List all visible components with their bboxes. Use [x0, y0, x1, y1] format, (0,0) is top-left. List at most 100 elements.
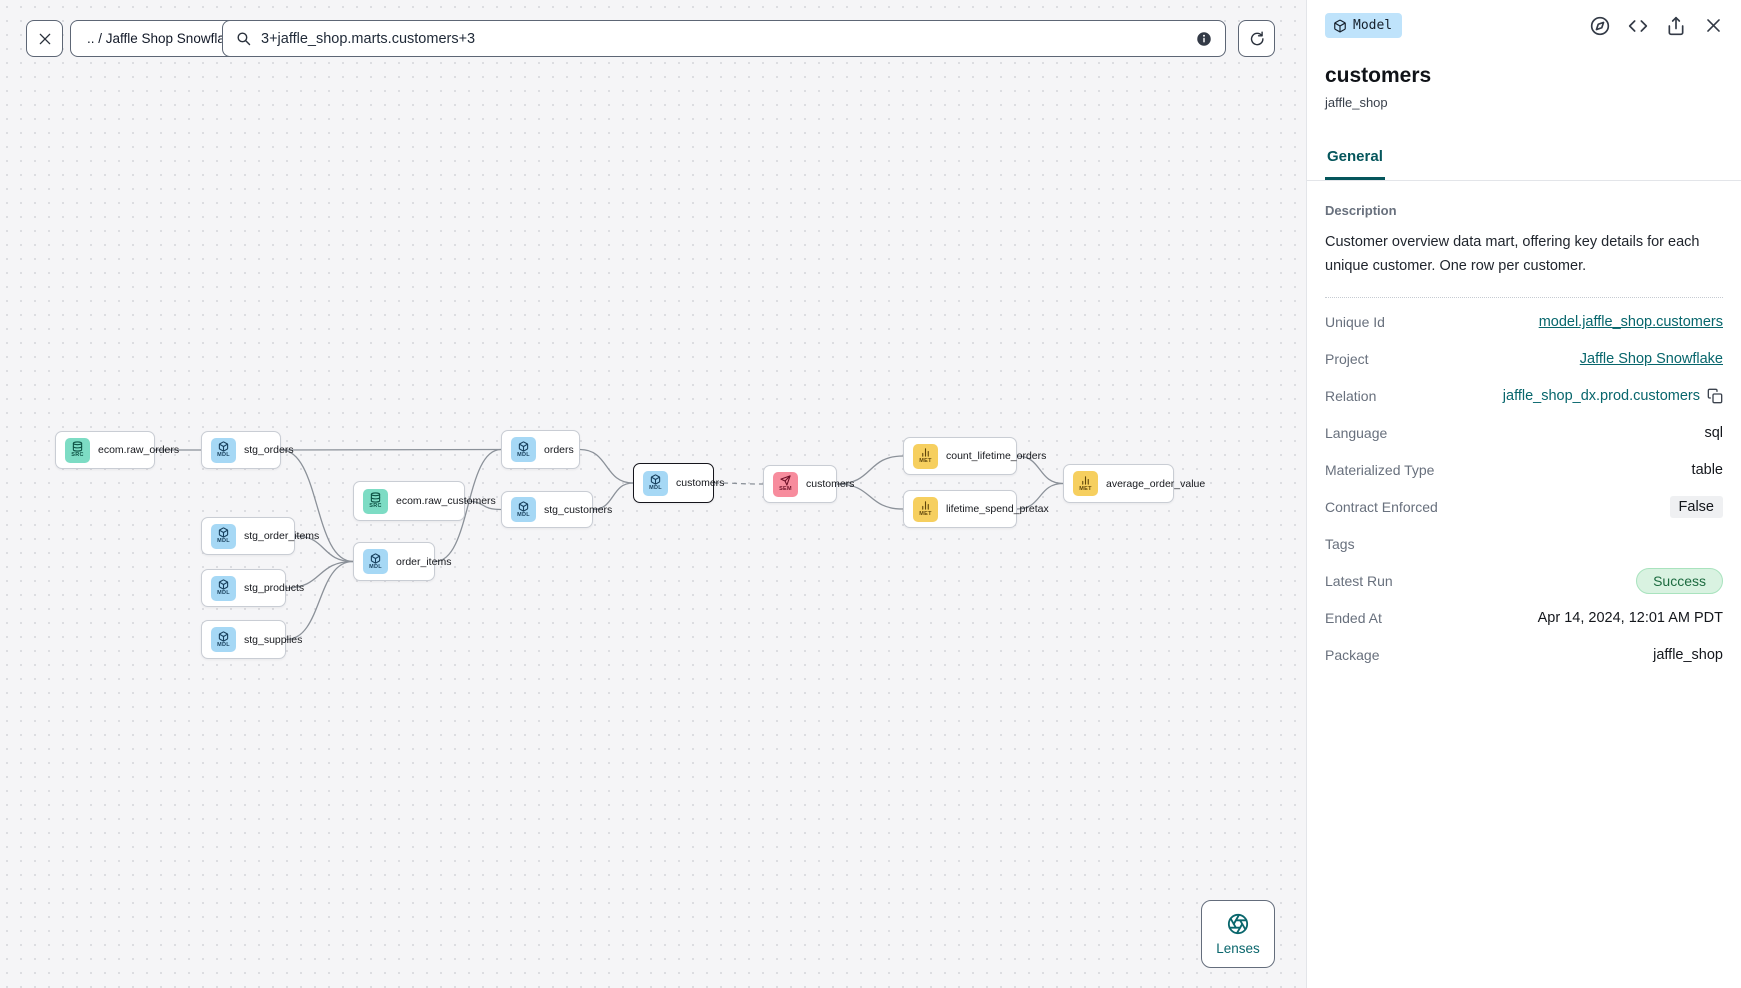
field-value-chip: False	[1669, 496, 1723, 519]
mdl-type-icon: MDL	[643, 470, 668, 496]
graph-node-customers[interactable]: MDL customers	[633, 463, 724, 503]
met-type-icon: MET	[913, 496, 938, 522]
node-label: stg_products	[244, 582, 305, 594]
edge-stg_supplies-to-order_items	[285, 560, 354, 641]
node-label: customers	[676, 477, 725, 489]
edge-stg_products-to-order_items	[285, 560, 354, 589]
field-value: Apr 14, 2024, 12:01 AM PDT	[1537, 610, 1723, 627]
node-label: stg_customers	[544, 503, 613, 516]
field-label: Project	[1325, 351, 1369, 368]
compass-icon	[1590, 16, 1610, 35]
code-icon	[1628, 19, 1648, 32]
refresh-button[interactable]	[1238, 20, 1275, 57]
lenses-aperture-icon	[1227, 913, 1249, 934]
search-input[interactable]	[261, 30, 1186, 47]
graph-node-stg_products[interactable]: MDL stg_products	[201, 569, 304, 607]
edge-order_items-to-orders	[434, 448, 502, 563]
share-icon	[1668, 16, 1684, 35]
src-type-icon: SRC	[363, 488, 388, 514]
explore-lineage-button[interactable]	[1588, 14, 1612, 38]
copy-icon	[1707, 389, 1723, 404]
section-divider	[1325, 296, 1723, 298]
field-label: Latest Run	[1325, 573, 1393, 590]
edge-stg_customers-to-customers	[592, 482, 634, 511]
details-panel: Model customers jaffle_shop General Desc…	[1306, 0, 1741, 988]
node-type-label: SRC	[369, 503, 382, 510]
mdl-type-icon: MDL	[511, 497, 536, 522]
graph-node-stg_customers[interactable]: MDL stg_customers	[501, 491, 612, 528]
graph-node-ecom_raw_customers[interactable]: SRC ecom.raw_customers	[353, 481, 496, 521]
graph-node-stg_orders[interactable]: MDL stg_orders	[201, 431, 294, 469]
field-row-ended-at: Ended At Apr 14, 2024, 12:01 AM PDT	[1325, 600, 1723, 637]
edge-lifetime_spend_pretax-to-average_order_value	[1016, 482, 1064, 510]
node-label: stg_orders	[244, 444, 294, 456]
node-label: count_lifetime_orders	[946, 450, 1047, 462]
close-panel-button[interactable]	[1702, 14, 1725, 37]
mdl-type-icon: MDL	[211, 523, 236, 549]
close-lineage-button[interactable]	[26, 20, 63, 57]
field-value-link[interactable]: Jaffle Shop Snowflake	[1579, 351, 1723, 368]
copy-button[interactable]	[1707, 388, 1723, 404]
node-type-label: MDL	[517, 451, 530, 458]
graph-node-ecom_raw_orders[interactable]: SRC ecom.raw_orders	[55, 431, 179, 469]
node-type-label: MDL	[517, 511, 530, 518]
resource-type-label: Model	[1353, 18, 1393, 33]
node-label: ecom.raw_customers	[396, 495, 496, 507]
lenses-button[interactable]: Lenses	[1201, 900, 1275, 968]
panel-title-block: customers jaffle_shop	[1307, 38, 1741, 110]
search-icon	[237, 32, 251, 46]
mdl-type-icon: MDL	[211, 437, 236, 463]
node-type-label: MET	[919, 511, 932, 518]
field-label: Language	[1325, 425, 1388, 442]
edge-customers_sem-to-lifetime_spend_pretax	[836, 483, 904, 510]
edge-count_lifetime_orders-to-average_order_value	[1016, 455, 1064, 485]
page-title: customers	[1325, 64, 1432, 87]
package-subtitle: jaffle_shop	[1325, 95, 1388, 110]
field-value: jaffle_shop	[1653, 647, 1723, 664]
sem-type-icon: SEM	[773, 471, 798, 497]
view-code-button[interactable]	[1626, 14, 1650, 38]
field-row-tags: Tags	[1325, 526, 1723, 563]
lenses-label: Lenses	[1216, 940, 1260, 956]
met-type-icon: MET	[913, 443, 938, 469]
graph-node-count_lifetime_orders[interactable]: MET count_lifetime_orders	[903, 437, 1046, 475]
close-icon	[1707, 19, 1720, 32]
close-icon	[39, 33, 50, 44]
node-label: stg_supplies	[244, 633, 303, 646]
graph-node-stg_order_items[interactable]: MDL stg_order_items	[201, 517, 319, 555]
refresh-icon	[1250, 31, 1264, 46]
field-value: sql	[1704, 425, 1723, 442]
edge-stg_orders-to-order_items	[280, 449, 354, 563]
node-type-label: MDL	[217, 452, 230, 459]
node-label: ecom.raw_orders	[98, 444, 180, 456]
field-value-link[interactable]: model.jaffle_shop.customers	[1538, 314, 1723, 331]
share-button[interactable]	[1664, 14, 1688, 38]
node-type-label: MDL	[369, 563, 382, 570]
node-label: stg_order_items	[244, 530, 320, 542]
met-type-icon: MET	[1073, 471, 1098, 496]
tab-general[interactable]: General	[1325, 140, 1385, 180]
node-type-label: MDL	[217, 590, 230, 597]
resource-type-badge: Model	[1325, 13, 1403, 38]
src-type-icon: SRC	[65, 437, 90, 463]
info-icon[interactable]	[1195, 30, 1213, 48]
search-bar[interactable]	[222, 20, 1226, 57]
node-type-label: MDL	[649, 485, 662, 492]
breadcrumb[interactable]: .. / Jaffle Shop Snowflake	[70, 20, 257, 57]
lineage-edges	[154, 448, 1064, 641]
field-label: Relation	[1325, 388, 1377, 405]
edge-orders-to-customers	[579, 448, 634, 484]
field-value: table	[1691, 462, 1723, 479]
field-label: Ended At	[1325, 610, 1382, 627]
